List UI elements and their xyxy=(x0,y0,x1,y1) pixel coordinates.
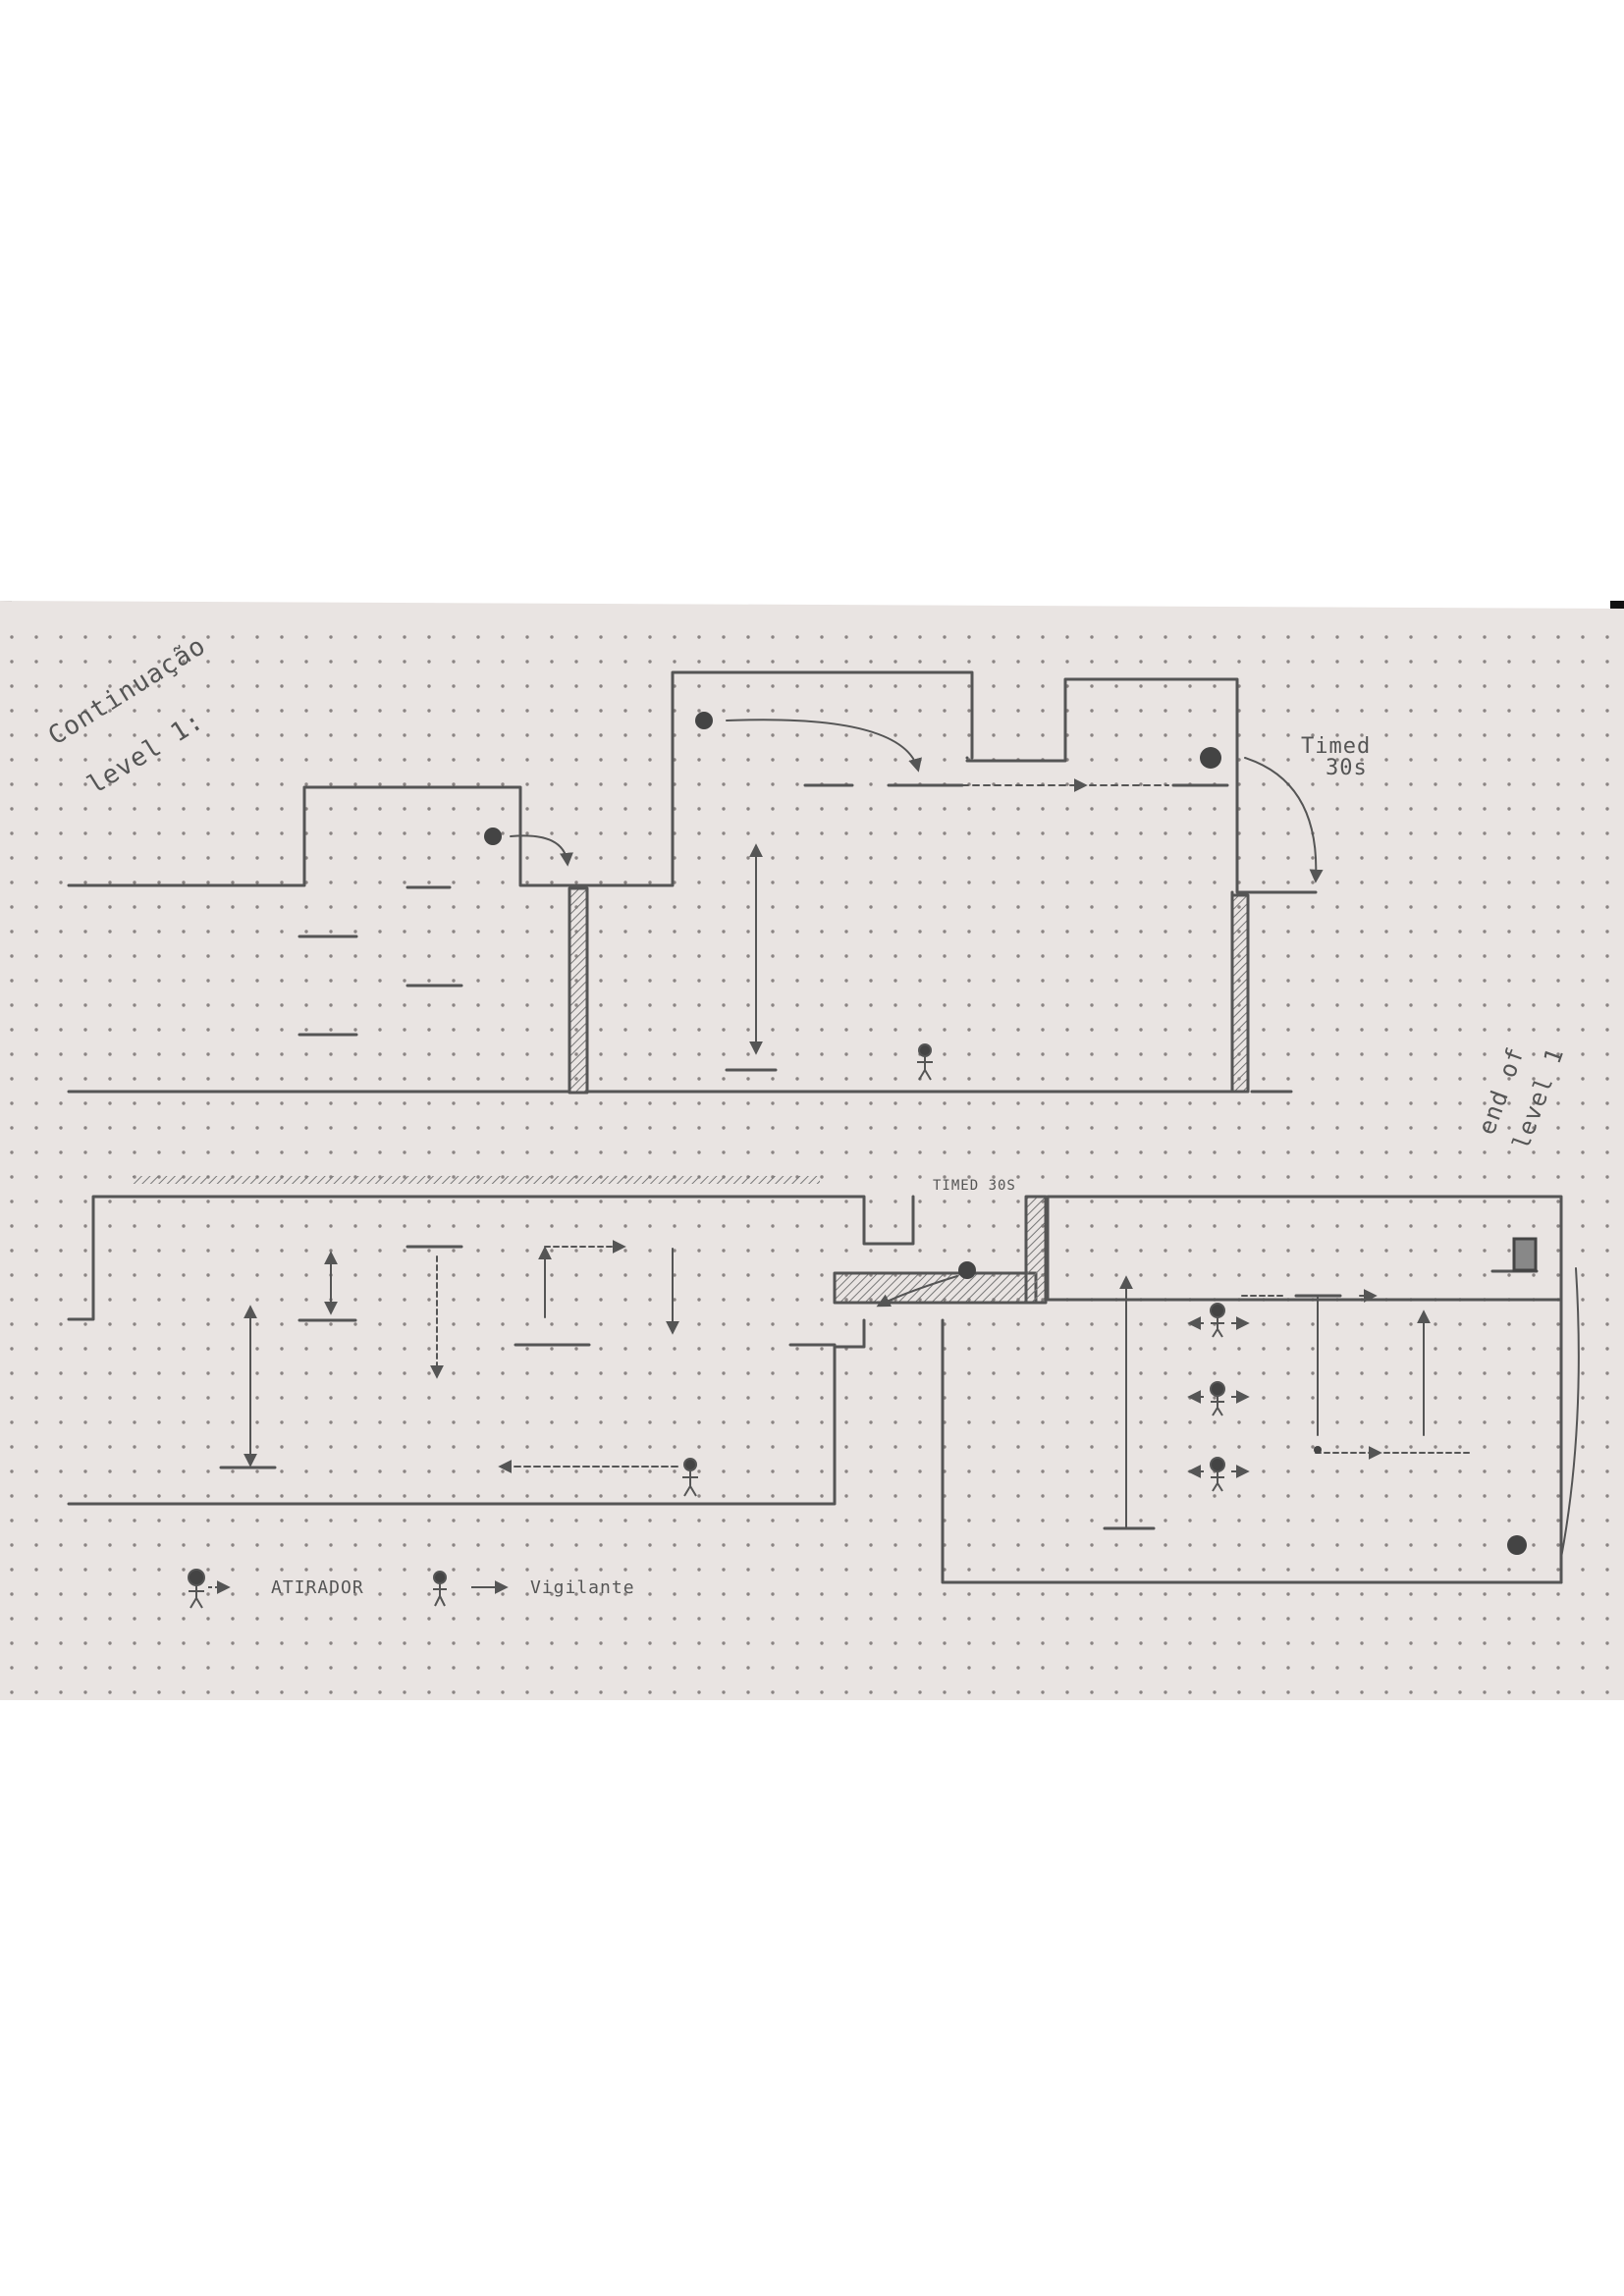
orb-lower-1 xyxy=(958,1261,976,1279)
note-timed-top-seconds: 30s xyxy=(1326,756,1368,780)
paper-sheet xyxy=(0,601,1624,1700)
note-timed-middle: TIMED 30S xyxy=(933,1178,1016,1194)
hatched-pillar-right xyxy=(1232,895,1248,1092)
exit-door xyxy=(1514,1239,1536,1270)
hatched-ceiling xyxy=(133,1176,820,1184)
orb-lower-3 xyxy=(1314,1446,1322,1454)
dot-grid xyxy=(10,620,1610,1695)
hatched-step xyxy=(835,1273,1036,1303)
orb-upper-1 xyxy=(484,828,502,845)
hatched-pillar-left xyxy=(569,888,587,1093)
legend-shooter-label: ATIRADOR xyxy=(271,1577,364,1598)
orb-upper-2 xyxy=(695,712,713,729)
orb-upper-3 xyxy=(1200,747,1221,769)
legend-guard-label: Vigilante xyxy=(530,1577,635,1598)
hatched-column xyxy=(1026,1197,1046,1303)
orb-lower-2 xyxy=(1507,1535,1527,1555)
